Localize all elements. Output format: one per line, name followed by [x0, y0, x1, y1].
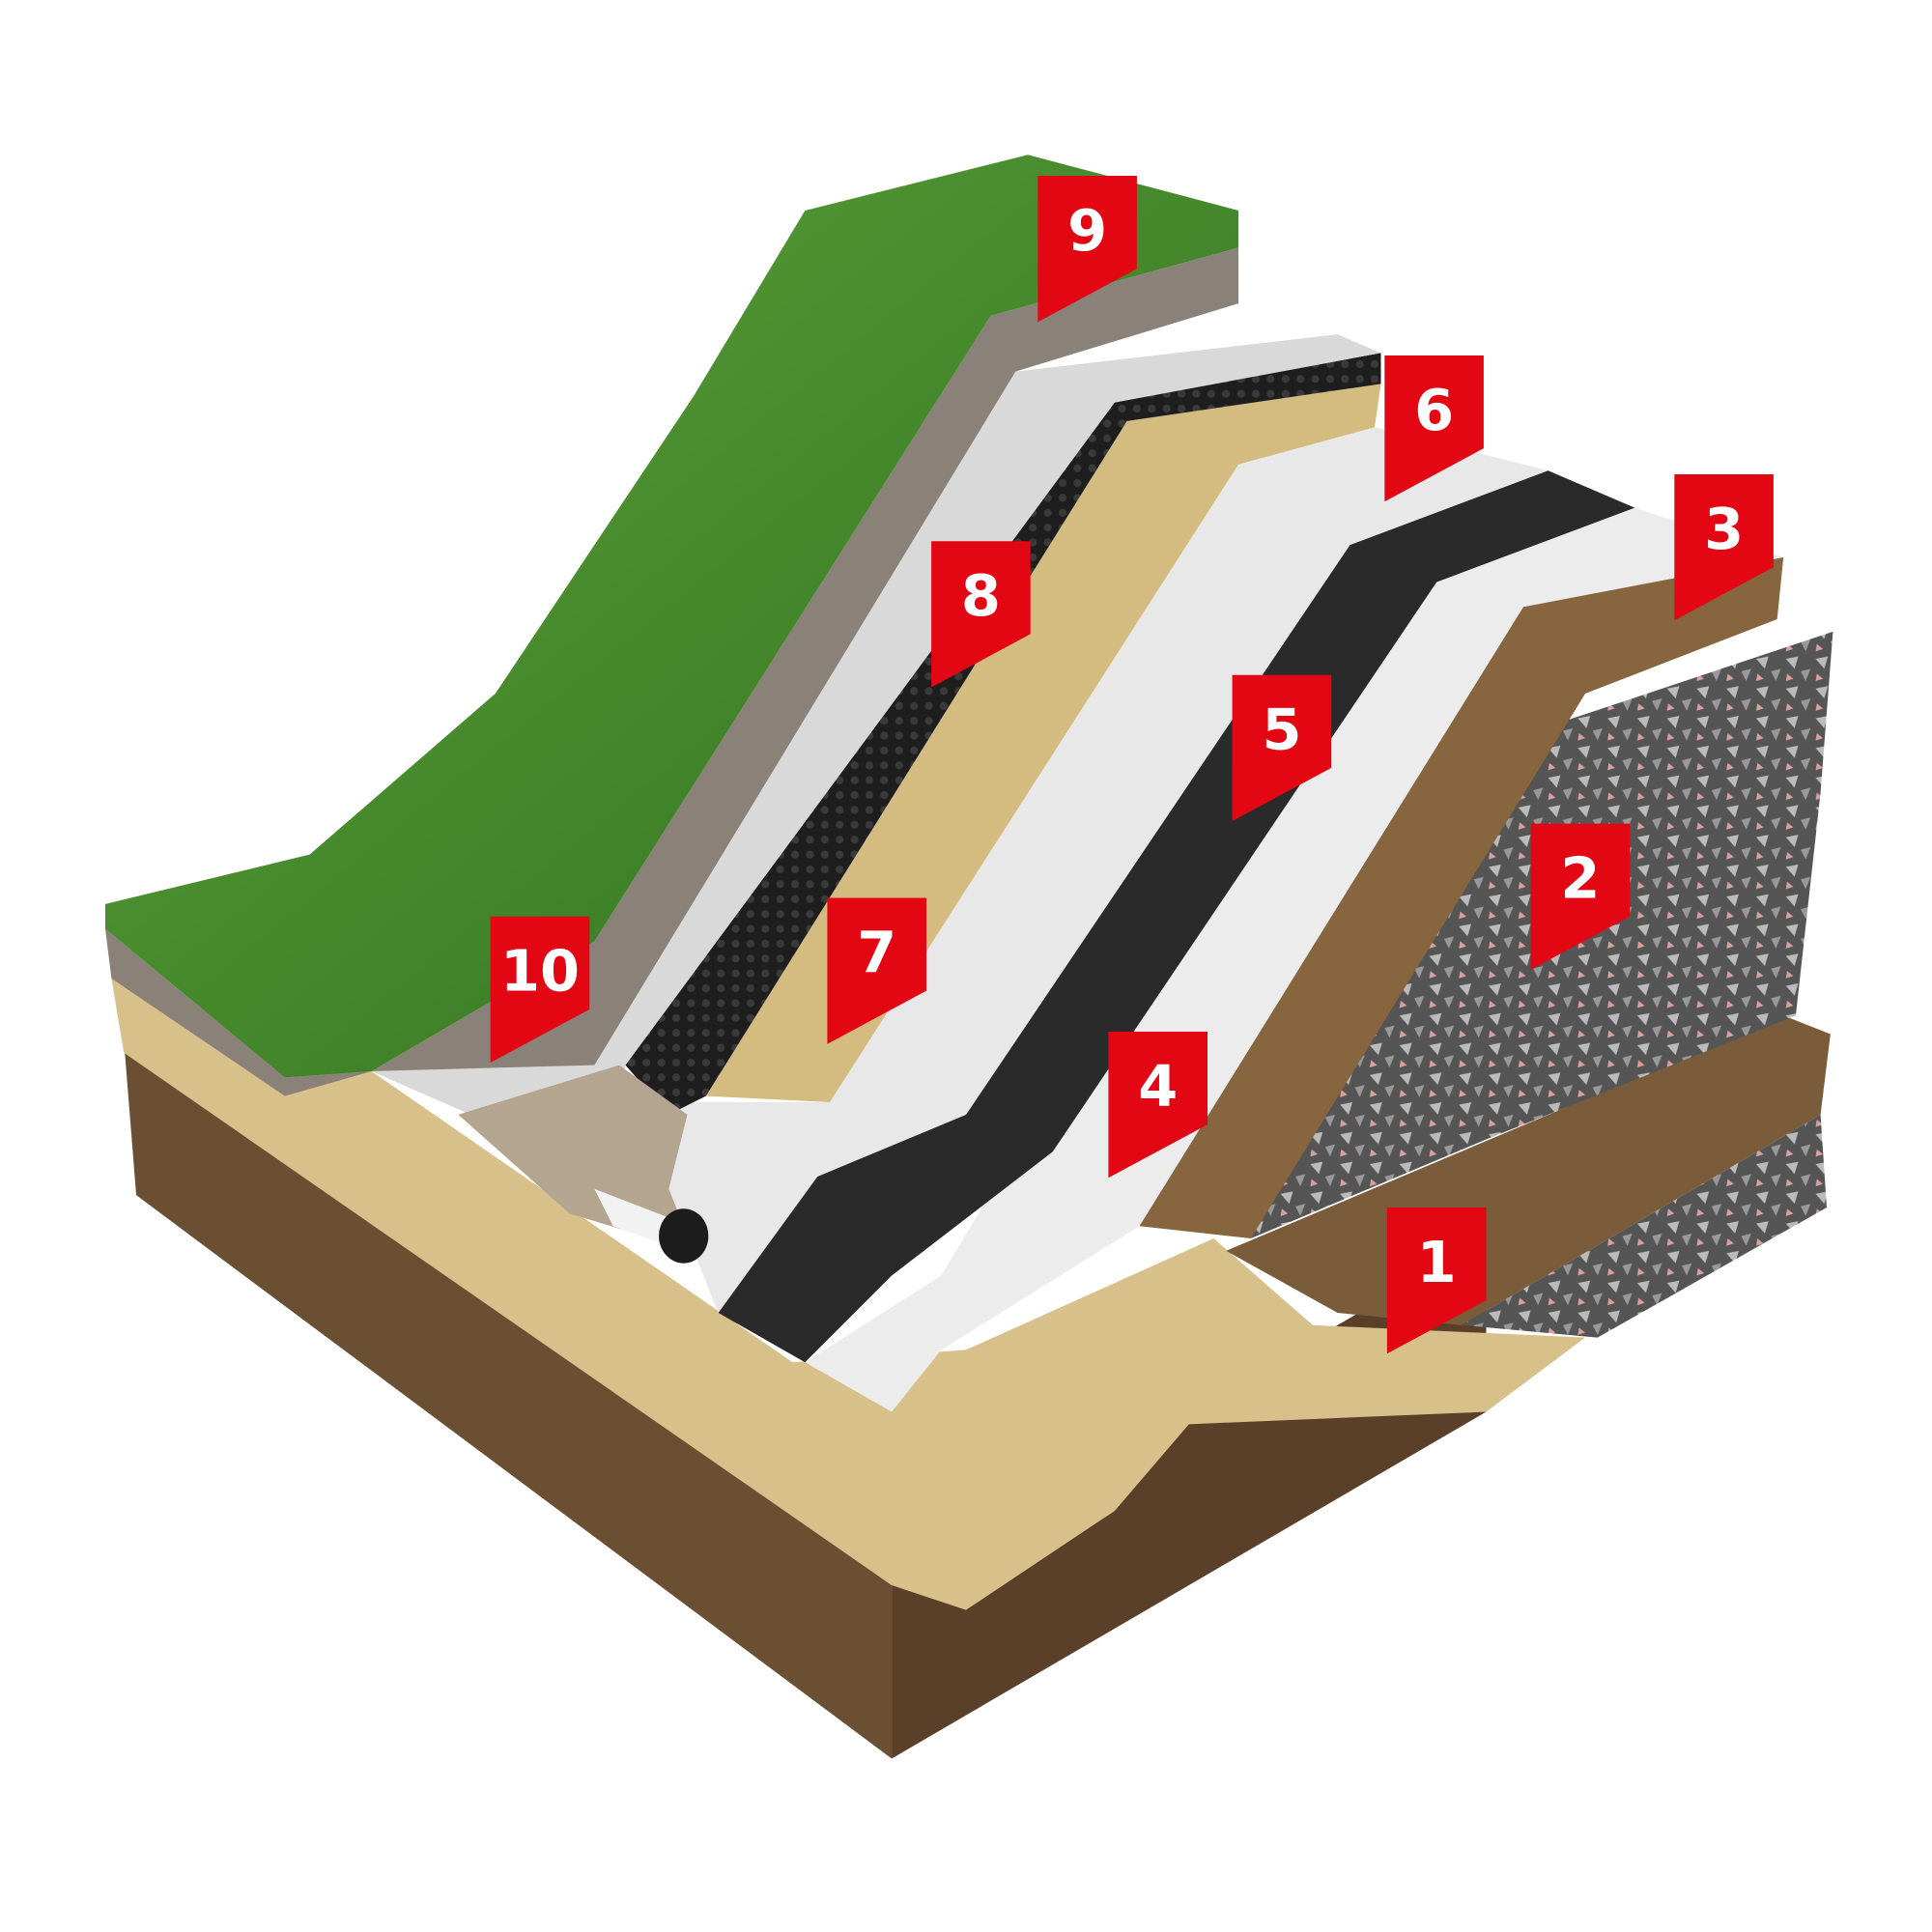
- topsoil-layer: [104, 247, 1239, 1096]
- marker-3[interactable]: 3: [1674, 474, 1774, 621]
- svg-text:4: 4: [1138, 1053, 1178, 1120]
- marker-10[interactable]: 10: [490, 916, 590, 1063]
- svg-text:2: 2: [1560, 844, 1600, 911]
- interlayer-soil: [1226, 1015, 1831, 1325]
- compacted-soil-slope: [1139, 556, 1784, 1239]
- svg-text:6: 6: [1414, 377, 1454, 443]
- subsoil-left-face: [124, 1039, 893, 1759]
- svg-text:10: 10: [500, 938, 580, 1005]
- marker-6[interactable]: 6: [1384, 355, 1484, 502]
- marker-2[interactable]: 2: [1530, 823, 1631, 970]
- svg-text:3: 3: [1704, 496, 1744, 562]
- marker-4[interactable]: 4: [1108, 1031, 1208, 1179]
- marker-5[interactable]: 5: [1232, 674, 1332, 821]
- marker-7[interactable]: 7: [827, 897, 926, 1044]
- svg-text:9: 9: [1067, 197, 1107, 264]
- marker-1[interactable]: 1: [1386, 1208, 1487, 1354]
- upper-geotextile: [668, 427, 1548, 1313]
- svg-text:7: 7: [857, 919, 896, 985]
- protective-geotextile: [805, 507, 1784, 1412]
- marker-8[interactable]: 8: [931, 541, 1031, 688]
- drain-pipe: [594, 1188, 709, 1264]
- marker-9[interactable]: 9: [1037, 176, 1137, 323]
- svg-text:1: 1: [1417, 1229, 1457, 1295]
- svg-text:5: 5: [1262, 696, 1301, 763]
- geomembrane: [718, 470, 1635, 1363]
- filter-geotextile: [371, 334, 1381, 1115]
- svg-text:8: 8: [961, 562, 1001, 629]
- lower-waste-stack: [1461, 1114, 1828, 1338]
- grass-cover: [104, 155, 1239, 1078]
- drainage-composite: [625, 353, 1381, 1115]
